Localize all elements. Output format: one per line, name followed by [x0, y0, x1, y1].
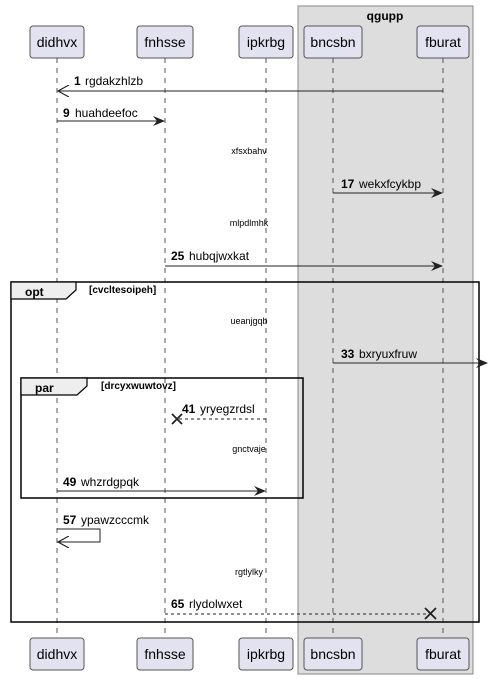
divider-label: xfsxbahv [231, 146, 267, 156]
message-seq: 33 [341, 347, 355, 361]
participant-box-title: qgupp [367, 9, 404, 23]
participant-label: ipkrbg [247, 646, 285, 662]
participant-label: didhvx [37, 646, 77, 662]
participant-label: ipkrbg [247, 34, 285, 50]
message-seq: 57 [63, 513, 77, 527]
destroy-icon [424, 607, 437, 620]
participant-label: bncsbn [310, 34, 355, 50]
message-49[interactable]: 49 whzrdgpqk [57, 475, 266, 496]
participant-ipkrbg-top[interactable]: ipkrbg [238, 25, 294, 59]
message-label: rlydolwxet [189, 597, 243, 611]
message-57[interactable]: 57 ypawzcccmk [57, 513, 150, 542]
message-33[interactable]: 33 bxryuxfruw [333, 347, 488, 368]
participant-bncsbn-bottom[interactable]: bncsbn [303, 637, 363, 671]
divider-label: ueanjgqb [230, 316, 267, 326]
participant-fnhsse-bottom[interactable]: fnhsse [136, 637, 194, 671]
message-seq: 41 [182, 402, 196, 416]
message-label: whzrdgpqk [80, 475, 140, 489]
message-arrow [57, 528, 101, 542]
message-label: wekxfcykbp [358, 177, 421, 191]
message-65[interactable]: 65 rlydolwxet [165, 597, 437, 620]
message-label: bxryuxfruw [359, 347, 417, 361]
message-25[interactable]: 25 hubqjwxkat [165, 249, 443, 271]
opt-fragment: opt [cvcltesoipeh] [10, 281, 480, 623]
participant-label: bncsbn [310, 646, 355, 662]
message-seq: 25 [171, 249, 185, 263]
participant-label: fburat [425, 34, 461, 50]
participant-label: fburat [425, 646, 461, 662]
participant-ipkrbg-bottom[interactable]: ipkrbg [238, 637, 294, 671]
message-label: hubqjwxkat [189, 249, 250, 263]
participant-box-qgupp [297, 5, 474, 675]
par-tab [20, 377, 88, 396]
opt-keyword: opt [25, 285, 44, 299]
divider-label: rgtlylky [235, 567, 264, 577]
opt-tab [10, 281, 77, 300]
message-label: rgdakzhlzb [85, 74, 143, 88]
participant-bncsbn-top[interactable]: bncsbn [303, 25, 363, 59]
message-17[interactable]: 17 wekxfcykbp [333, 177, 443, 198]
message-label: ypawzcccmk [81, 513, 150, 527]
message-seq: 65 [171, 597, 185, 611]
participant-label: fnhsse [144, 646, 185, 662]
message-1[interactable]: 1 rgdakzhlzb [58, 74, 443, 91]
participant-fburat-bottom[interactable]: fburat [416, 637, 470, 671]
participant-didhvx-top[interactable]: didhvx [29, 25, 85, 59]
opt-condition: [cvcltesoipeh] [89, 285, 156, 296]
message-seq: 17 [341, 177, 355, 191]
par-condition: [drcyxwuwtovz] [101, 381, 176, 392]
message-seq: 1 [74, 74, 81, 88]
participant-fburat-top[interactable]: fburat [416, 25, 470, 59]
par-keyword: par [35, 381, 54, 395]
message-41[interactable]: 41 yryegzrdsl [171, 402, 266, 425]
participant-fnhsse-top[interactable]: fnhsse [136, 25, 194, 59]
divider-label: mlpdlmhk [230, 218, 269, 228]
participant-label: fnhsse [144, 34, 185, 50]
divider-label: gnctvaje [232, 444, 266, 454]
destroy-icon [171, 413, 183, 425]
message-seq: 49 [63, 475, 77, 489]
participant-label: didhvx [37, 34, 77, 50]
message-label: yryegzrdsl [200, 402, 255, 416]
par-fragment: par [drcyxwuwtovz] [20, 377, 304, 499]
participant-didhvx-bottom[interactable]: didhvx [29, 637, 85, 671]
message-seq: 9 [63, 106, 70, 120]
message-label: huahdeefoc [75, 106, 138, 120]
message-9[interactable]: 9 huahdeefoc [57, 106, 165, 126]
